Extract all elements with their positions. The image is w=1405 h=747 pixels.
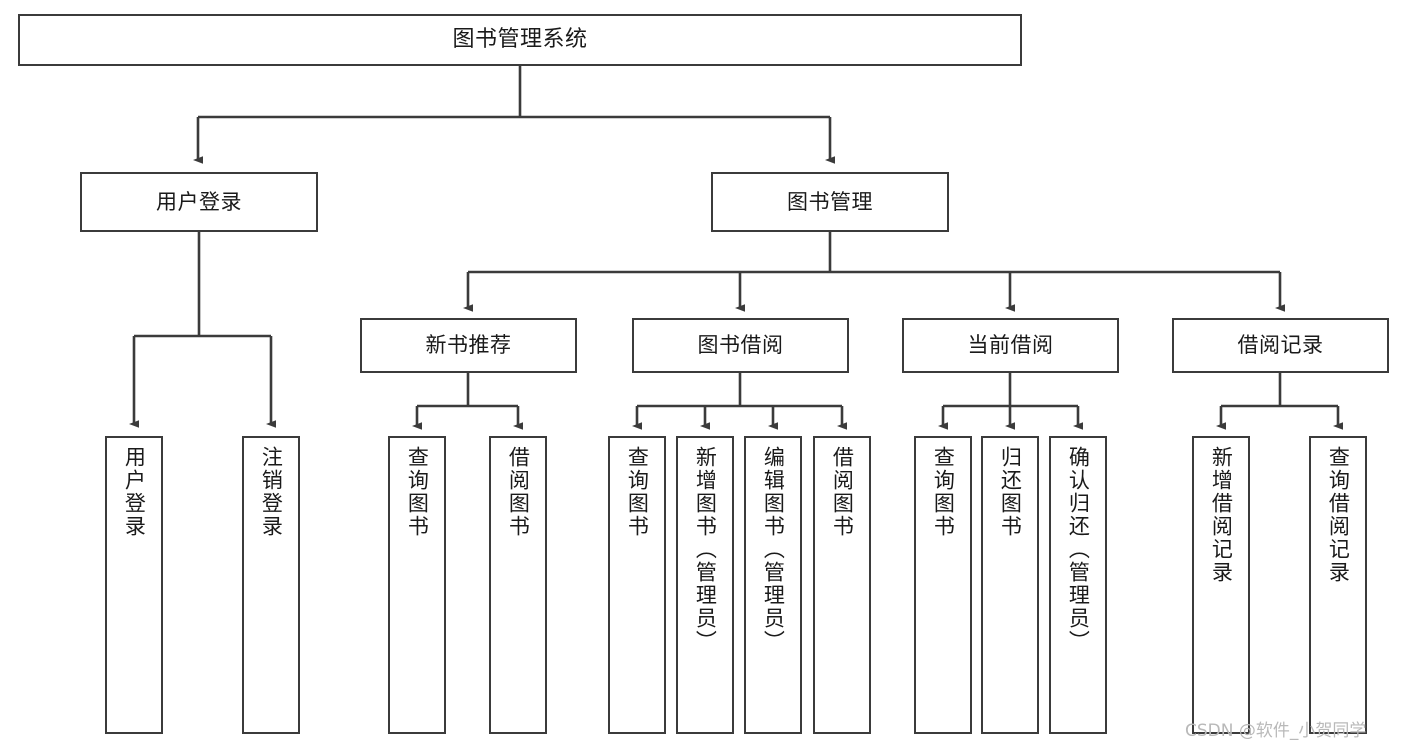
node-leaf-br-query-record[interactable]: 查询借阅记录 (1309, 436, 1367, 734)
node-leaf-cb-confirm-return-label: 确认归还（管理员） (1066, 446, 1091, 653)
node-leaf-user-login[interactable]: 用户登录 (105, 436, 163, 734)
node-current-borrow-label: 当前借阅 (967, 333, 1054, 358)
node-leaf-br-query-record-label: 查询借阅记录 (1326, 446, 1351, 584)
node-leaf-br-add-record-label: 新增借阅记录 (1209, 446, 1234, 584)
node-leaf-bb-query-book-label: 查询图书 (625, 446, 650, 538)
node-book-borrow[interactable]: 图书借阅 (632, 318, 849, 373)
node-leaf-br-add-record[interactable]: 新增借阅记录 (1192, 436, 1250, 734)
node-leaf-nb-query-book[interactable]: 查询图书 (388, 436, 446, 734)
node-current-borrow[interactable]: 当前借阅 (902, 318, 1119, 373)
node-book-management-label: 图书管理 (787, 189, 873, 214)
node-leaf-bb-edit-book-label: 编辑图书（管理员） (761, 446, 786, 653)
node-user-login[interactable]: 用户登录 (80, 172, 318, 232)
node-leaf-cb-return-book[interactable]: 归还图书 (981, 436, 1039, 734)
node-leaf-bb-edit-book[interactable]: 编辑图书（管理员） (744, 436, 802, 734)
node-book-borrow-label: 图书借阅 (697, 333, 784, 358)
node-leaf-cb-query-book-label: 查询图书 (931, 446, 956, 538)
node-leaf-cb-query-book[interactable]: 查询图书 (914, 436, 972, 734)
node-book-management[interactable]: 图书管理 (711, 172, 949, 232)
node-new-book-recommend-label: 新书推荐 (425, 333, 512, 358)
node-leaf-bb-borrow-book[interactable]: 借阅图书 (813, 436, 871, 734)
node-leaf-cb-confirm-return[interactable]: 确认归还（管理员） (1049, 436, 1107, 734)
node-leaf-bb-borrow-book-label: 借阅图书 (830, 446, 855, 538)
csdn-watermark: CSDN @软件_小贺同学 (1185, 721, 1367, 741)
node-root-system[interactable]: 图书管理系统 (18, 14, 1022, 66)
node-leaf-logout-label: 注销登录 (259, 446, 284, 538)
node-leaf-bb-add-book[interactable]: 新增图书（管理员） (676, 436, 734, 734)
node-leaf-user-login-label: 用户登录 (122, 446, 147, 538)
node-borrow-records[interactable]: 借阅记录 (1172, 318, 1389, 373)
node-borrow-records-label: 借阅记录 (1237, 333, 1324, 358)
node-user-login-label: 用户登录 (156, 189, 242, 214)
node-leaf-nb-borrow-book[interactable]: 借阅图书 (489, 436, 547, 734)
node-root-system-label: 图书管理系统 (452, 27, 588, 53)
node-leaf-bb-add-book-label: 新增图书（管理员） (693, 446, 718, 653)
node-new-book-recommend[interactable]: 新书推荐 (360, 318, 577, 373)
node-leaf-cb-return-book-label: 归还图书 (998, 446, 1023, 538)
node-leaf-nb-query-book-label: 查询图书 (405, 446, 430, 538)
node-leaf-logout[interactable]: 注销登录 (242, 436, 300, 734)
node-leaf-nb-borrow-book-label: 借阅图书 (506, 446, 531, 538)
node-leaf-bb-query-book[interactable]: 查询图书 (608, 436, 666, 734)
